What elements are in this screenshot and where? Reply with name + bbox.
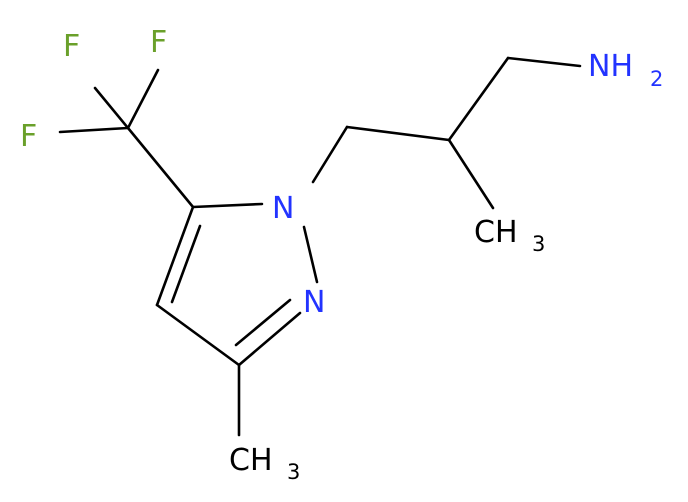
bond-c4-c3	[155, 303, 241, 367]
fluorine-label-3: F	[20, 119, 37, 154]
bond-cf3-f2	[126, 68, 160, 130]
methyl-branch-label: CH	[474, 215, 518, 250]
nitrogen-label-n1: N	[272, 191, 294, 226]
nitrogen-label-n2: N	[303, 285, 325, 320]
bond-c5-c4-double	[170, 224, 202, 304]
methyl-branch-subscript: 3	[532, 232, 545, 256]
bond-cf3-f3	[58, 126, 130, 134]
bond-c5-n1	[191, 202, 264, 209]
bond-ch-ch2	[447, 56, 510, 142]
bond-n1-ch2	[311, 125, 349, 184]
bond-c3-n2-double	[234, 298, 292, 347]
bond-ch2-ch	[345, 125, 451, 142]
bond-ch2-nh2	[506, 56, 582, 68]
bond-c5-c4	[155, 205, 195, 307]
fluorine-label-2: F	[150, 25, 167, 60]
bond-c3-n2	[237, 311, 302, 367]
bond-n1-n2	[302, 225, 319, 284]
amine-label: NH	[588, 49, 633, 84]
methyl-ring-subscript: 3	[287, 460, 300, 484]
fluorine-label-1: F	[63, 29, 80, 64]
amine-subscript: 2	[650, 67, 663, 91]
bond-ch-ch3	[447, 138, 495, 210]
bond-cf3-c5	[126, 126, 195, 209]
bond-cf3-f1	[93, 86, 130, 130]
methyl-ring-label: CH	[229, 443, 273, 478]
